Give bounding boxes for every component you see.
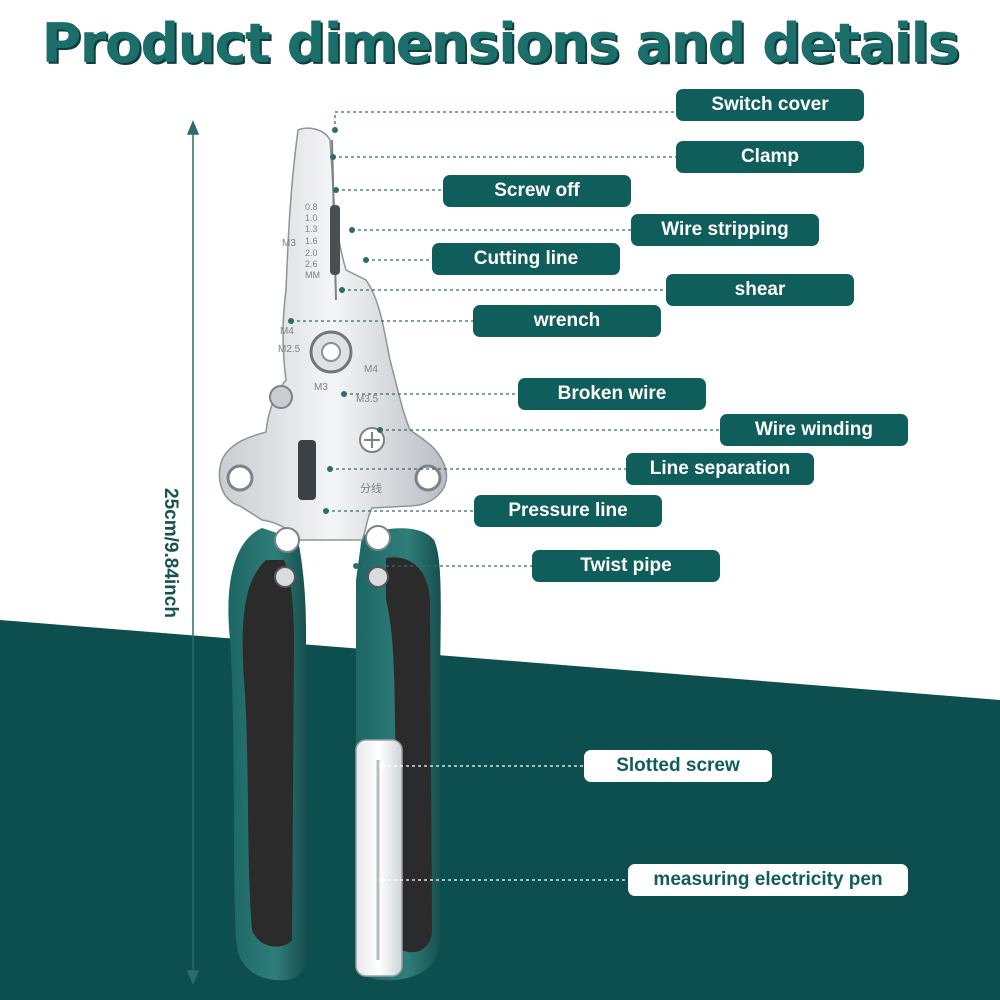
leader-lines-light — [382, 765, 628, 881]
marking-1-3: 1.3 — [305, 224, 318, 234]
marking-m3-upper: M3 — [282, 238, 296, 249]
marking-0-8: 0.8 — [305, 202, 318, 212]
callout-broken-wire: Broken wire — [518, 378, 706, 410]
marking-1-6: 1.6 — [305, 236, 318, 246]
leader-dots — [288, 127, 385, 883]
marking-m3-lower: M3 — [314, 382, 328, 393]
marking-m3-5: M3.5 — [356, 394, 379, 405]
marking-m4-right: M4 — [364, 364, 378, 375]
callout-twist-pipe: Twist pipe — [532, 550, 720, 582]
dimension-arrow — [186, 120, 200, 985]
marking-1-0: 1.0 — [305, 213, 318, 223]
length-dimension-label: 25cm/9.84inch — [160, 488, 181, 618]
callout-switch-cover: Switch cover — [676, 89, 864, 121]
callout-line-separation: Line separation — [626, 453, 814, 485]
page-title: Product dimensions and details — [41, 12, 960, 75]
callout-cutting-line: Cutting line — [432, 243, 620, 275]
callout-wrench: wrench — [473, 305, 661, 337]
marking-2-0: 2.0 — [305, 248, 318, 258]
marking-m2-5: M2.5 — [278, 344, 301, 355]
callout-pressure-line: Pressure line — [474, 495, 662, 527]
marking-m4-left: M4 — [280, 326, 294, 337]
leader-lines — [291, 111, 720, 567]
left-handle — [228, 528, 306, 981]
callout-shear: shear — [666, 274, 854, 306]
callout-clamp: Clamp — [676, 141, 864, 173]
leader-switch-cover — [334, 111, 676, 130]
callout-slotted-screw: Slotted screw — [584, 750, 772, 782]
callout-measuring-electricity-pen: measuring electricity pen — [628, 864, 908, 896]
callout-wire-stripping: Wire stripping — [631, 214, 819, 246]
marking-line-separation: 分线 — [360, 481, 382, 495]
pliers-head: 0.8 1.0 1.3 1.6 2.0 2.6 MM M3 M4 M2.5 M3… — [218, 127, 448, 553]
marking-2-6: 2.6 — [305, 259, 318, 269]
right-handle — [355, 528, 441, 981]
marking-mm: MM — [305, 270, 320, 280]
callout-screw-off: Screw off — [443, 175, 631, 207]
callout-wire-winding: Wire winding — [720, 414, 908, 446]
